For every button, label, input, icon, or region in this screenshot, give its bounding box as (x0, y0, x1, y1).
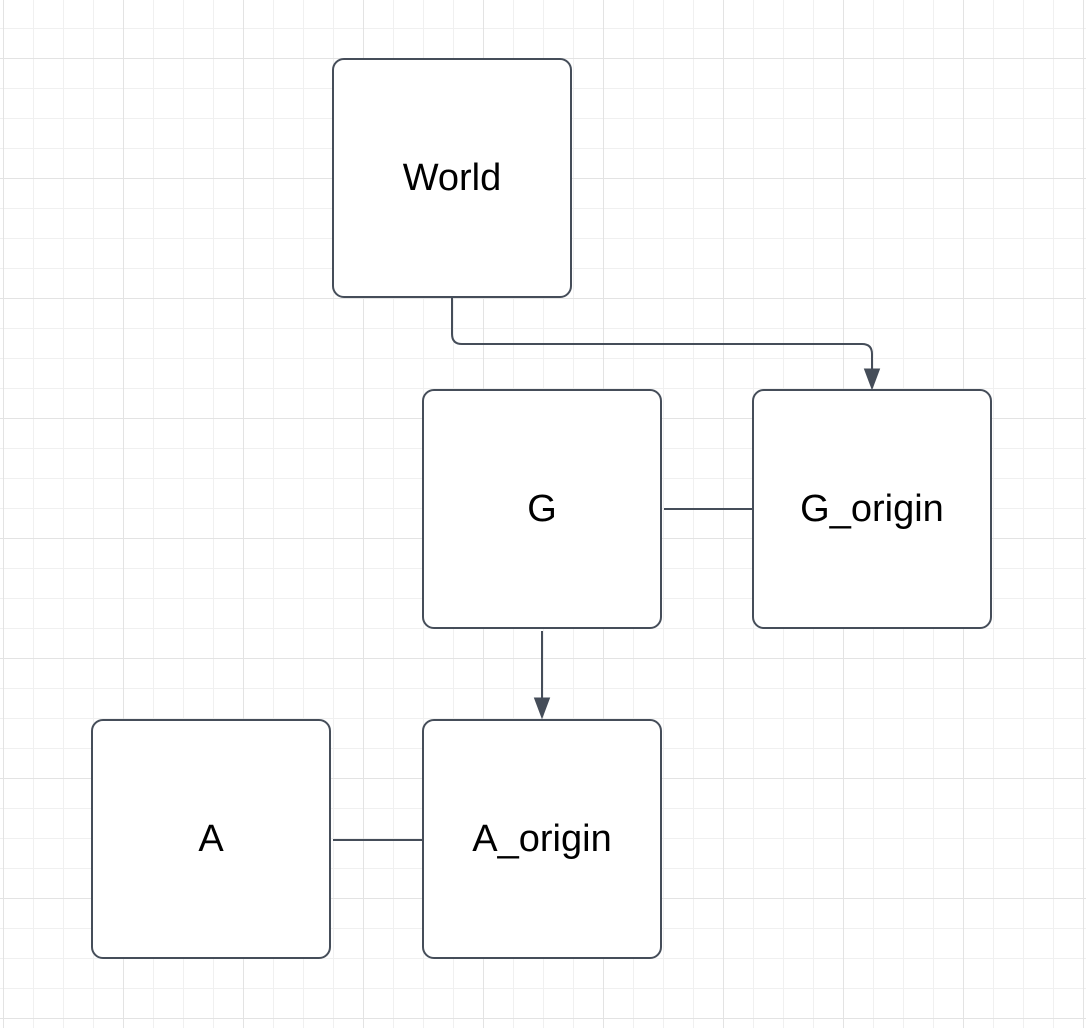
edge-world-to-g-origin[interactable] (451, 298, 873, 370)
node-a-origin-label: A_origin (472, 817, 612, 860)
node-g[interactable]: G (422, 389, 662, 629)
node-a-label: A (198, 817, 224, 860)
arrowhead-g-to-a-origin (533, 697, 551, 720)
node-g-origin-label: G_origin (800, 487, 944, 530)
node-world-label: World (402, 156, 502, 199)
node-a-origin[interactable]: A_origin (422, 719, 662, 959)
node-world[interactable]: World (332, 58, 572, 298)
node-g-origin[interactable]: G_origin (752, 389, 992, 629)
node-g-label: G (527, 487, 557, 530)
arrowhead-world-to-g-origin (863, 368, 881, 391)
node-a[interactable]: A (91, 719, 331, 959)
